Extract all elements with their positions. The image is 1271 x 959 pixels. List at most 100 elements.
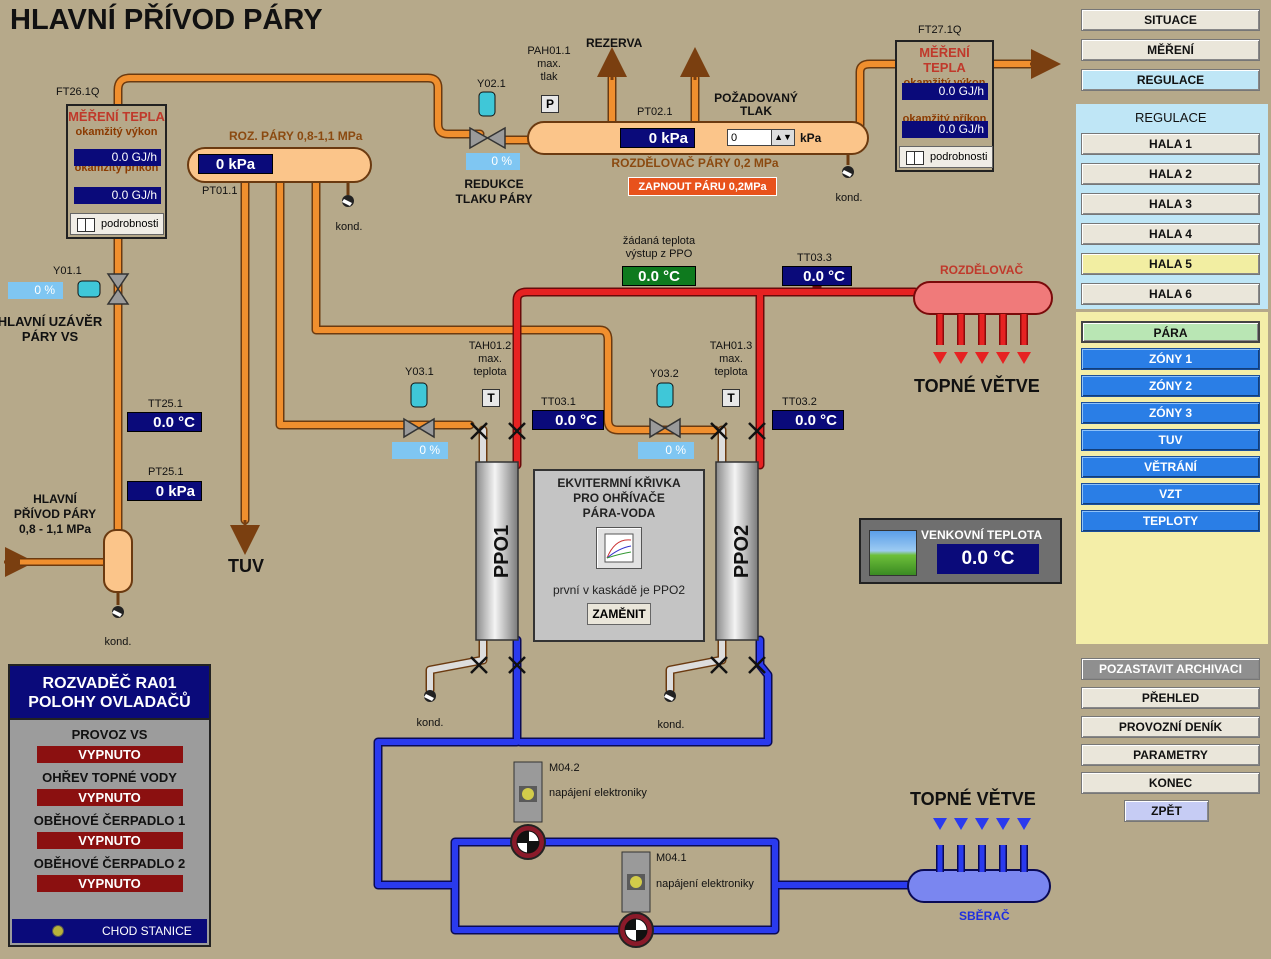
nav-vetrani-button[interactable]: VĚTRÁNÍ	[1081, 456, 1260, 478]
nav-zony-1-button[interactable]: ZÓNY 1	[1081, 348, 1260, 370]
ppo2-label: PPO2	[731, 524, 754, 579]
nav-para-button[interactable]: PÁRA	[1081, 321, 1260, 343]
prehled-button[interactable]: PŘEHLED	[1081, 687, 1260, 709]
y021-value[interactable]: 0 %	[466, 153, 520, 170]
switch-item-state: VYPNUTO	[36, 746, 183, 763]
heat-meter-l1: okamžitý výkon	[75, 126, 158, 138]
provozni-denik-button[interactable]: PROVOZNÍ DENÍK	[1081, 716, 1260, 738]
switch-item-label: PROVOZ VS	[71, 727, 148, 742]
station-run-label: CHOD STANICE	[102, 924, 192, 938]
station-run-status: CHOD STANICE	[12, 919, 207, 943]
ft271-tag: FT27.1Q	[918, 24, 962, 36]
landscape-icon	[869, 530, 917, 576]
tuv-label: TUV	[228, 556, 264, 576]
tah013-tag: TAH01.3 max. teplota	[709, 340, 753, 378]
roz-pary-label: ROZ. PÁRY 0,8-1,1 MPa	[229, 129, 363, 143]
m042-napajeni: napájení elektroniky	[549, 787, 647, 799]
nav-regulace-button[interactable]: REGULACE	[1081, 69, 1260, 91]
zadana-value: 0.0 °C	[622, 266, 696, 286]
nav-hala-4-button[interactable]: HALA 4	[1081, 223, 1260, 245]
pt021-value: 0 kPa	[620, 128, 695, 148]
tt031-value: 0.0 °C	[532, 410, 604, 430]
heat-meter-v1: 0.0 GJ/h	[74, 149, 161, 166]
nav-hala-1-button[interactable]: HALA 1	[1081, 133, 1260, 155]
y011-value: 0 %	[8, 282, 63, 299]
nav-hala-5-button[interactable]: HALA 5	[1081, 253, 1260, 275]
nav-situace-button[interactable]: SITUACE	[1081, 9, 1260, 31]
hlavni-privod-label: HLAVNÍ PŘÍVOD PÁRY 0,8 - 1,1 MPa	[13, 492, 97, 536]
topne-vetve-label: TOPNÉ VĚTVE	[914, 376, 1040, 396]
zamenit-button[interactable]: ZAMĚNIT	[587, 603, 651, 625]
tt032-tag: TT03.2	[782, 396, 817, 408]
switch-item-label: OBĚHOVÉ ČERPADLO 1	[33, 813, 186, 828]
parametry-button[interactable]: PARAMETRY	[1081, 744, 1260, 766]
outdoor-temp-value: 0.0 °C	[937, 544, 1039, 574]
pt011-tag: PT01.1	[202, 185, 238, 197]
setpoint-value: 0	[731, 132, 738, 144]
nav-hala-6-button[interactable]: HALA 6	[1081, 283, 1260, 305]
kond-label: kond.	[104, 636, 132, 648]
heat-meter-header: MĚŘENÍ TEPLA	[68, 109, 165, 124]
ppo1-label: PPO1	[491, 524, 514, 579]
nav-zony-3-button[interactable]: ZÓNY 3	[1081, 402, 1260, 424]
spinner-arrows-icon[interactable]: ▲▼	[771, 130, 794, 145]
y011-tag: Y01.1	[53, 265, 82, 277]
switch-item-state: VYPNUTO	[36, 832, 183, 849]
tt031-tag: TT03.1	[541, 396, 576, 408]
nav-teploty-button[interactable]: TEPLOTY	[1081, 510, 1260, 532]
zapnout-paru-button[interactable]: ZAPNOUT PÁRU 0,2MPa	[628, 177, 777, 196]
details-button[interactable]: podrobnosti	[70, 213, 164, 235]
pt011-value: 0 kPa	[198, 154, 273, 174]
temperature-indicator-icon: T	[482, 389, 500, 407]
kond-label: kond.	[416, 717, 444, 729]
nav-vzt-button[interactable]: VZT	[1081, 483, 1260, 505]
heat-meter-v1: 0.0 GJ/h	[902, 83, 988, 100]
nav-mereni-button[interactable]: MĚŘENÍ	[1081, 39, 1260, 61]
tt251-value: 0.0 °C	[127, 412, 202, 432]
pt251-tag: PT25.1	[148, 466, 184, 478]
nav-tuv-button[interactable]: TUV	[1081, 429, 1260, 451]
redukce-label: REDUKCE TLAKU PÁRY	[455, 177, 533, 206]
regulace-heading: REGULACE	[1135, 110, 1207, 125]
switchboard-panel: ROZVADĚČ RA01 POLOHY OVLADAČŮ PROVOZ VS …	[8, 664, 211, 947]
temperature-indicator-icon: T	[722, 389, 740, 407]
nav-hala-3-button[interactable]: HALA 3	[1081, 193, 1260, 215]
outdoor-temp-panel: VENKOVNÍ TEPLOTA 0.0 °C	[859, 518, 1062, 584]
tt251-tag: TT25.1	[148, 398, 183, 410]
tah012-tag: TAH01.2 max. teplota	[468, 340, 512, 378]
zadana-label: žádaná teplota výstup z PPO	[622, 235, 696, 260]
zpet-button[interactable]: ZPĚT	[1124, 800, 1209, 822]
heat-meter-v2: 0.0 GJ/h	[74, 187, 161, 204]
m042-tag: M04.2	[549, 762, 580, 774]
konec-button[interactable]: KONEC	[1081, 772, 1260, 794]
pressure-indicator-icon: P	[541, 95, 559, 113]
rozdelovac-pary-label: ROZDĚLOVAČ PÁRY 0,2 MPa	[611, 156, 779, 170]
book-icon	[77, 218, 95, 232]
y032-tag: Y03.2	[650, 368, 679, 380]
tt032-value: 0.0 °C	[772, 410, 844, 430]
pah011-tag: PAH01.1 max. tlak	[527, 45, 571, 83]
outdoor-temp-label: VENKOVNÍ TEPLOTA	[921, 528, 1043, 542]
chart-icon[interactable]	[596, 527, 642, 569]
details-button[interactable]: podrobnosti	[899, 146, 993, 168]
pressure-setpoint-input[interactable]: 0 ▲▼	[727, 129, 795, 146]
status-lamp-icon	[52, 925, 64, 937]
heat-meter-left: MĚŘENÍ TEPLA okamžitý výkon 0.0 GJ/h oka…	[66, 104, 167, 239]
kond-label: kond.	[657, 719, 685, 731]
ekviterm-msg: první v kaskádě je PPO2	[552, 583, 686, 597]
nav-hala-2-button[interactable]: HALA 2	[1081, 163, 1260, 185]
kond-label: kond.	[335, 221, 363, 233]
switchboard-header: ROZVADĚČ RA01 POLOHY OVLADAČŮ	[10, 666, 209, 720]
pt021-tag: PT02.1	[637, 106, 673, 118]
pause-archive-button[interactable]: POZASTAVIT ARCHIVACI	[1081, 658, 1260, 680]
y032-value[interactable]: 0 %	[638, 442, 694, 459]
topne-vetve-label-bottom: TOPNÉ VĚTVE	[910, 789, 1036, 809]
hlavni-uzaver-label: HLAVNÍ UZÁVĚR PÁRY VS	[0, 314, 103, 344]
switch-item-state: VYPNUTO	[36, 789, 183, 806]
unit-kpa: kPa	[800, 131, 822, 145]
y031-value[interactable]: 0 %	[392, 442, 448, 459]
y031-tag: Y03.1	[405, 366, 434, 378]
nav-zony-2-button[interactable]: ZÓNY 2	[1081, 375, 1260, 397]
m041-tag: M04.1	[656, 852, 687, 864]
